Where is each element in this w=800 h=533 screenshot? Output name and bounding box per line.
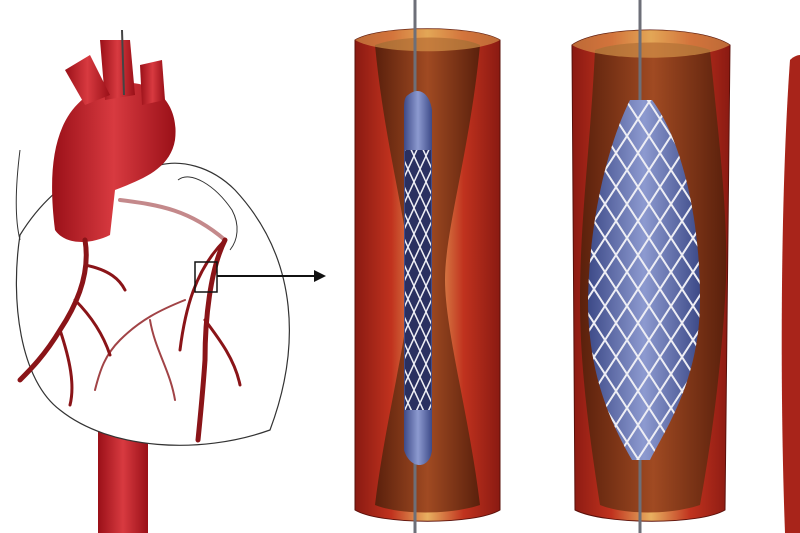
subclavian-artery [140, 60, 165, 105]
vena-cava-outline [15, 149, 21, 241]
artery-collapsed-stent [354, 0, 501, 533]
guide-wire-heart [121, 29, 125, 96]
brachiocephalic-artery [100, 40, 135, 100]
artery-opening [355, 28, 500, 52]
coronary-arteries [17, 198, 242, 443]
pulmonary-outline [177, 176, 238, 251]
artery-expanded-stent [571, 0, 731, 533]
stent-crimped [405, 150, 431, 410]
carotid-artery [65, 55, 110, 105]
artery-opening-2 [572, 30, 730, 58]
artery-partial [781, 55, 800, 533]
stent-expanded [588, 100, 700, 460]
heart [15, 29, 290, 533]
callout-arrow [217, 270, 326, 282]
aorta-arch [52, 82, 176, 242]
